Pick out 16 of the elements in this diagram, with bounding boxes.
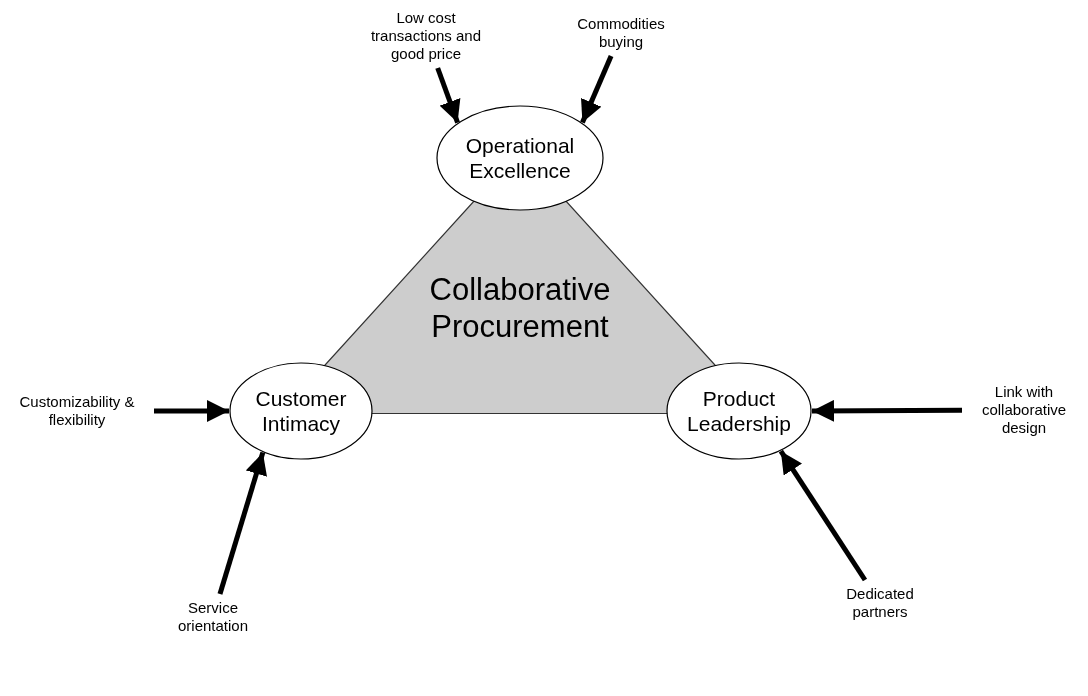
factor-label: Dedicated partners [845, 585, 915, 621]
node-label: Customer Intimacy [254, 386, 348, 436]
arrow [435, 67, 461, 124]
node-label: Collaborative Procurement [428, 271, 612, 345]
arrow [778, 449, 868, 582]
factor-label: Commodities buying [576, 15, 666, 51]
node-label: Product Leadership [686, 386, 792, 436]
factor-label: Link with collaborative design [980, 383, 1068, 437]
arrow [580, 55, 614, 124]
arrow [812, 399, 962, 422]
factor-label: Low cost transactions and good price [369, 9, 483, 63]
node-label: Operational Excellence [464, 133, 576, 183]
factor-label: Service orientation [176, 599, 250, 635]
arrow [217, 451, 267, 595]
arrow [154, 400, 229, 422]
factor-label: Customizability & flexibility [18, 393, 136, 429]
